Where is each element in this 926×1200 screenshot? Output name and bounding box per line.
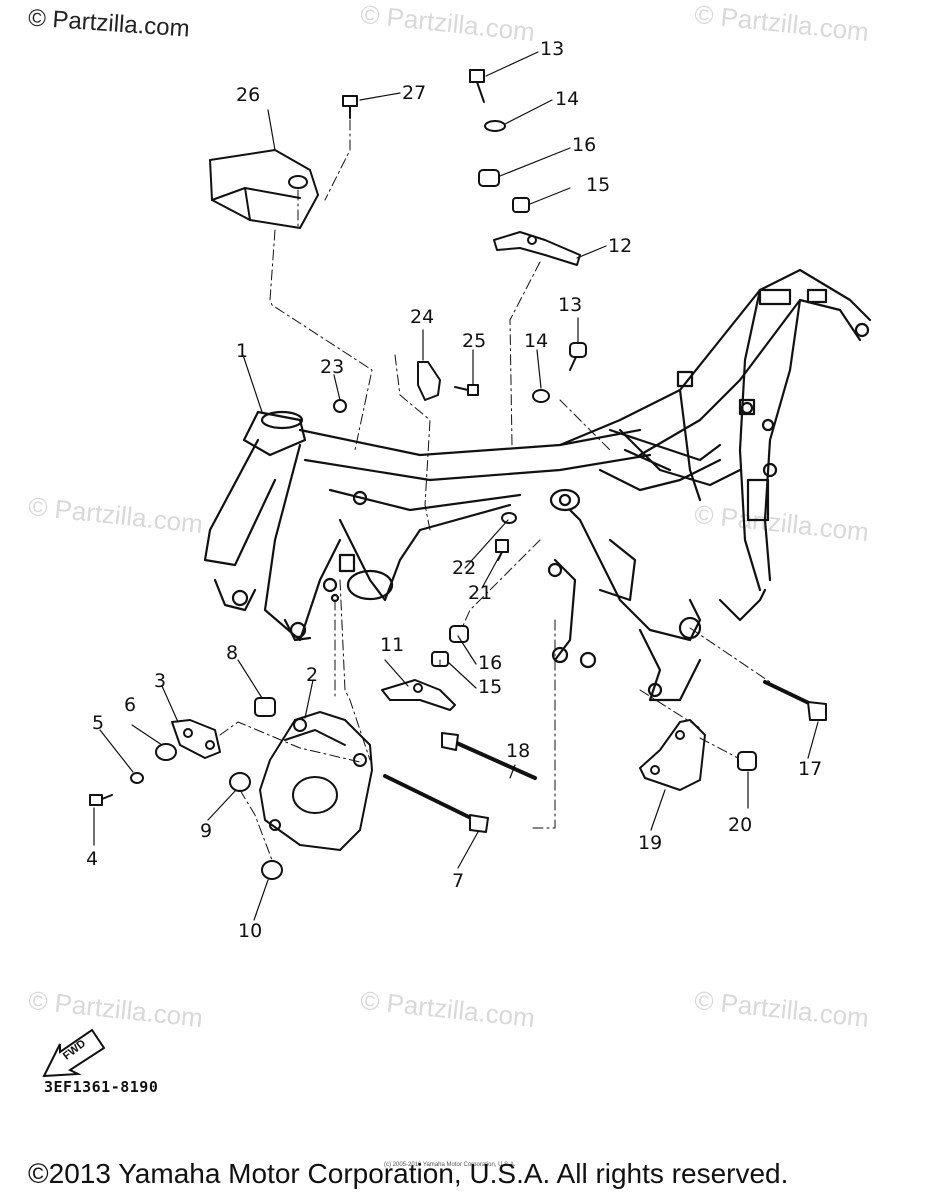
callout-18: 18	[506, 740, 531, 762]
callout-21: 21	[468, 582, 493, 604]
centerlines	[219, 119, 771, 861]
bolt-part-13-lower	[569, 342, 587, 371]
callout-13: 13	[558, 294, 583, 316]
callout-10: 10	[238, 920, 263, 942]
bracket-part-3	[171, 719, 221, 759]
callout-15: 15	[478, 676, 503, 698]
washer-part-6	[155, 743, 177, 761]
nut-part-20	[737, 751, 757, 771]
bolt-part-21	[495, 539, 509, 561]
callout-16: 16	[572, 134, 597, 156]
callout-8: 8	[226, 642, 239, 664]
copyright-notice: ©2013 Yamaha Motor Corporation, U.S.A. A…	[28, 1158, 789, 1189]
callout-14: 14	[524, 330, 549, 352]
callout-20: 20	[728, 814, 753, 836]
callout-16: 16	[478, 652, 503, 674]
main-frame	[203, 268, 872, 702]
callout-25: 25	[462, 330, 487, 352]
callout-1: 1	[236, 340, 249, 362]
clamp-part-24	[417, 361, 441, 401]
callout-3: 3	[154, 670, 167, 692]
fwd-arrow-icon	[42, 1028, 106, 1078]
callout-4: 4	[86, 848, 99, 870]
collar-part-14-lower	[532, 389, 550, 403]
callout-14: 14	[555, 88, 580, 110]
callout-6: 6	[124, 694, 137, 716]
bolt-part-25	[454, 384, 479, 396]
bolt-part-17	[763, 680, 827, 721]
callout-7: 7	[452, 870, 465, 892]
clip-part-22	[501, 512, 517, 524]
collar-part-10	[261, 860, 283, 880]
callout-12: 12	[608, 235, 633, 257]
hardware-stack-top	[469, 69, 581, 266]
tiny-copyright: (c) 2005-2016 Yamaha Motor Corporation, …	[384, 1162, 516, 1168]
callout-24: 24	[410, 306, 435, 328]
callout-19: 19	[638, 832, 663, 854]
bolt-part-23	[333, 399, 347, 413]
washer-part-5	[130, 772, 144, 784]
engine-mount-part-2	[259, 711, 373, 851]
callout-17: 17	[798, 758, 823, 780]
bolt-part-4	[89, 794, 113, 806]
collar-part-9	[229, 772, 251, 792]
callout-5: 5	[92, 712, 105, 734]
catalog-number: 3EF1361-8190	[44, 1078, 159, 1096]
callout-22: 22	[452, 557, 477, 579]
bracket-part-11	[381, 625, 469, 711]
callout-9: 9	[200, 820, 213, 842]
callout-26: 26	[236, 84, 261, 106]
callout-27: 27	[402, 82, 427, 104]
callout-13: 13	[540, 38, 565, 60]
bolt-part-27	[342, 95, 358, 119]
cover-part-26	[209, 149, 319, 229]
leader-lines	[93, 51, 819, 921]
callout-23: 23	[320, 356, 345, 378]
callout-15: 15	[586, 174, 611, 196]
nut-part-8	[254, 697, 276, 717]
bracket-part-19	[639, 719, 706, 791]
callout-2: 2	[306, 664, 319, 686]
callout-11: 11	[380, 634, 405, 656]
bolt-part-18	[441, 732, 537, 780]
bolt-part-7	[383, 774, 489, 833]
